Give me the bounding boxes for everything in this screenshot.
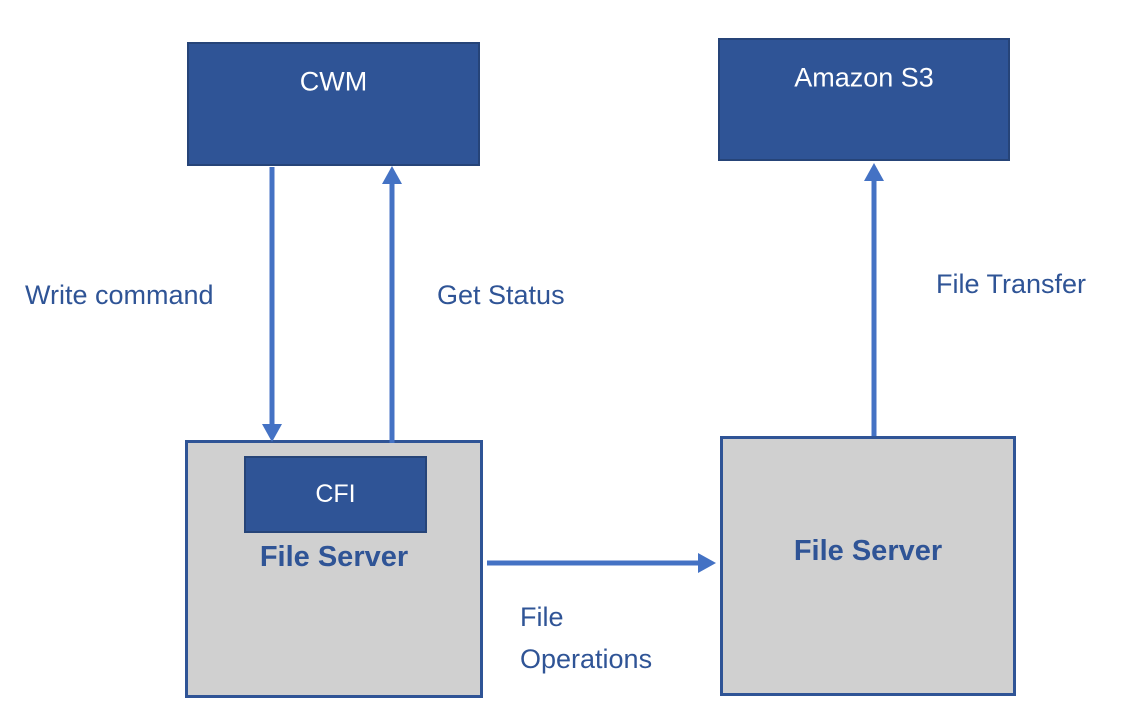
write-command-arrow <box>262 167 282 442</box>
write-command-label: Write command <box>25 280 214 310</box>
file-server-left-node: CFI File Server <box>185 440 483 698</box>
file-operations-arrow <box>487 553 716 573</box>
file-transfer-arrow <box>864 163 884 436</box>
file-server-left-label: File Server <box>259 541 409 573</box>
cfi-node-label: CFI <box>315 480 356 508</box>
amazon-s3-node-label: Amazon S3 <box>794 62 934 93</box>
cwm-node-label: CWM <box>299 66 368 97</box>
amazon-s3-node: Amazon S3 <box>718 38 1010 161</box>
file-transfer-label: File Transfer <box>936 269 1087 299</box>
get-status-label: Get Status <box>437 280 565 310</box>
cwm-node: CWM <box>187 42 480 166</box>
file-server-right-node: File Server <box>720 436 1016 696</box>
cfi-node: CFI <box>244 456 427 533</box>
file-operations-label: File Operations <box>520 602 653 674</box>
get-status-arrow <box>382 166 402 443</box>
file-server-right-label: File Server <box>793 535 943 567</box>
